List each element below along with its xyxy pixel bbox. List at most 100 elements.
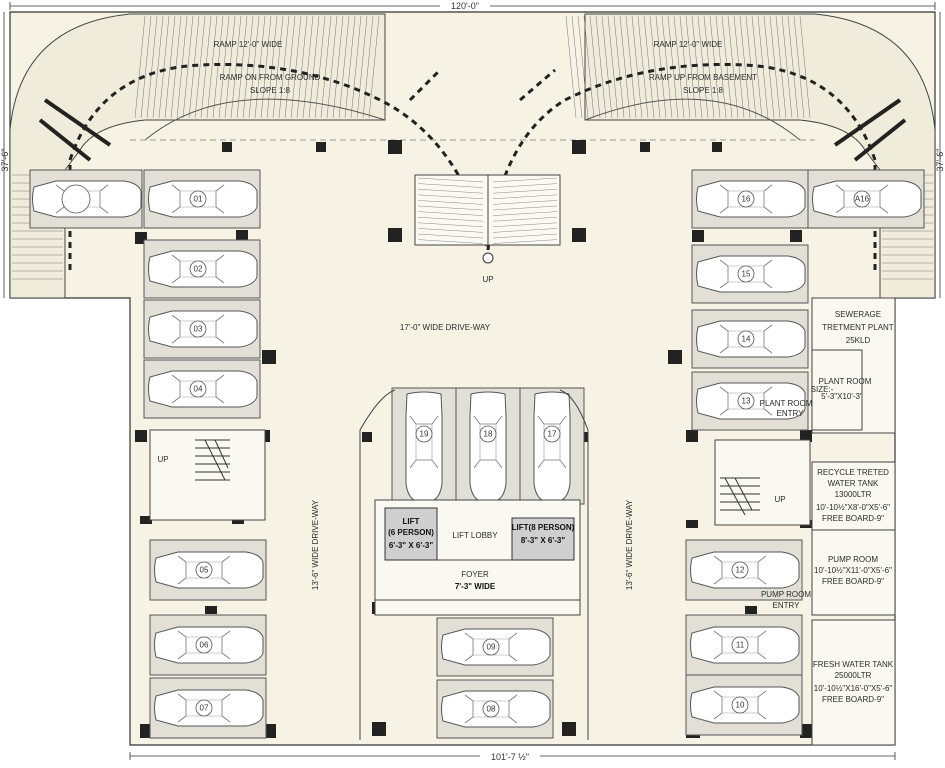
stair-up-label: UP — [482, 275, 493, 284]
bay-marker — [61, 184, 91, 214]
top-dimension-label: 120'-0" — [451, 1, 479, 11]
parking-bay-19: 19 — [391, 387, 457, 505]
arch-left — [144, 98, 386, 141]
column — [362, 432, 372, 442]
parking-bay-17: 17 — [519, 387, 585, 505]
lift-right-size: 8'-3" X 6'-3" — [521, 536, 566, 545]
column — [686, 520, 698, 528]
bay-number-badge — [195, 636, 213, 654]
lift-left-shaft — [384, 507, 438, 561]
parking-bay-01: 01 — [143, 169, 261, 229]
stair-right-treads — [720, 477, 760, 516]
column — [572, 140, 586, 154]
top-dim-label-bg — [440, 0, 490, 11]
bay-number-badge — [189, 320, 207, 338]
bay-number-badge — [737, 265, 755, 283]
recycle-line-1: RECYCLE TRETED — [817, 468, 889, 477]
car-icon — [405, 391, 443, 502]
bottom-dim-label-bg — [480, 750, 540, 763]
parking-bay-_blank — [29, 169, 143, 229]
bay-number-badge — [731, 696, 749, 714]
stair-right-up-label: UP — [774, 495, 785, 504]
recycle-line-5: FREE BOARD-9" — [822, 514, 884, 523]
bay-number: 19 — [420, 430, 429, 439]
parking-bay-18: 18 — [455, 387, 521, 505]
service-rooms — [811, 297, 896, 746]
lift-right-shaft — [511, 517, 575, 561]
bay-number: 12 — [736, 566, 745, 575]
column — [790, 230, 802, 242]
parking-bay-14: 14 — [691, 309, 809, 369]
parking-bay-07: 07 — [149, 677, 267, 739]
foyer-label: FOYER — [461, 570, 489, 579]
foyer-width-label: 7'-3" WIDE — [455, 582, 496, 591]
ramp-right-line-2: SLOPE 1:8 — [683, 86, 724, 95]
ramp-left-title: RAMP 12'-0" WIDE — [214, 40, 283, 49]
parking-bay-16: 16 — [691, 169, 809, 229]
recycle-line-3: 13000LTR — [835, 490, 872, 499]
bay-number-badge — [731, 636, 749, 654]
driveway-top-label: 17'-0" WIDE DRIVE-WAY — [400, 323, 491, 332]
driveway-right-label: 13'-6" WIDE DRIVE-WAY — [625, 499, 634, 590]
bay-number: 17 — [548, 430, 557, 439]
stair-treads — [417, 175, 558, 245]
bay-number: 14 — [742, 335, 751, 344]
column — [800, 430, 812, 442]
parking-bay-11: 11 — [685, 614, 803, 676]
column — [800, 724, 814, 738]
sewerage-line-1: SEWERAGE — [835, 310, 881, 319]
stair-right — [714, 439, 811, 526]
stair-up-marker — [482, 252, 494, 264]
driveway-left-label: 13'-6" WIDE DRIVE-WAY — [311, 499, 320, 590]
column — [572, 228, 586, 242]
stair-left — [149, 429, 266, 521]
pump-room-entry-line-1: PUMP ROOM — [761, 590, 811, 599]
plant-room-line-2: SIZE:- — [811, 385, 834, 394]
plant-room-line-1: PLANT ROOM — [819, 377, 872, 386]
bay-number: 10 — [736, 701, 745, 710]
fresh-water-line-2: 25000LTR — [835, 671, 872, 680]
bay-number: 15 — [742, 270, 751, 279]
ramp-left-line-2: SLOPE 1:8 — [250, 86, 291, 95]
bay-number-badge — [195, 699, 213, 717]
pump-room-text: PUMP ROOM 10'-10½"X11'-0"X5'-6" FREE BOA… — [814, 555, 892, 586]
bottom-dimension-label: 101'-7 ½" — [491, 752, 529, 762]
core-outline — [359, 389, 589, 740]
parking-bay-A16: A16 — [807, 169, 925, 229]
column — [668, 350, 682, 364]
lift-lobby-label: LIFT LOBBY — [452, 531, 498, 540]
ramp-left — [9, 13, 386, 299]
bay-number-badge — [853, 190, 871, 208]
pump-room-line-3: FREE BOARD-9" — [822, 577, 884, 586]
sewerage-room-text: SEWERAGE TRETMENT PLANT 25KLD — [822, 310, 894, 345]
recycle-line-4: 10'-10½"X8'-0"X5'-6" — [816, 503, 890, 512]
ramp-right — [584, 13, 936, 299]
bay-number-badge — [482, 700, 500, 718]
recycle-line-2: WATER TANK — [828, 479, 879, 488]
parking-bay-03: 03 — [143, 299, 261, 359]
ramp-left-line-1: RAMP ON FROM GROUND — [220, 73, 321, 82]
bay-number-badge — [737, 330, 755, 348]
bay-number-badge — [737, 190, 755, 208]
bay-number: 02 — [194, 265, 203, 274]
bay-number-badge — [189, 380, 207, 398]
bay-number-badge — [731, 561, 749, 579]
vehicle-path — [68, 62, 877, 270]
plant-room-line-3: 5'-3"X10'-3" — [821, 392, 863, 401]
bay-number-badge — [482, 638, 500, 656]
lift-left-capacity: (6 PERSON) — [388, 528, 434, 537]
pump-room-line-1: PUMP ROOM — [828, 555, 878, 564]
bay-number: 05 — [200, 566, 209, 575]
sewerage-line-3: 25KLD — [846, 336, 871, 345]
parking-bay-09: 09 — [436, 617, 554, 677]
bay-number-badge — [543, 425, 561, 443]
column — [236, 230, 248, 242]
column — [712, 142, 722, 152]
bay-number: 06 — [200, 641, 209, 650]
bay-number: 07 — [200, 704, 209, 713]
parking-bay-10: 10 — [685, 674, 803, 736]
ramp-right-title: RAMP 12'-0" WIDE — [654, 40, 723, 49]
stair-left-treads — [195, 439, 230, 481]
column — [222, 142, 232, 152]
